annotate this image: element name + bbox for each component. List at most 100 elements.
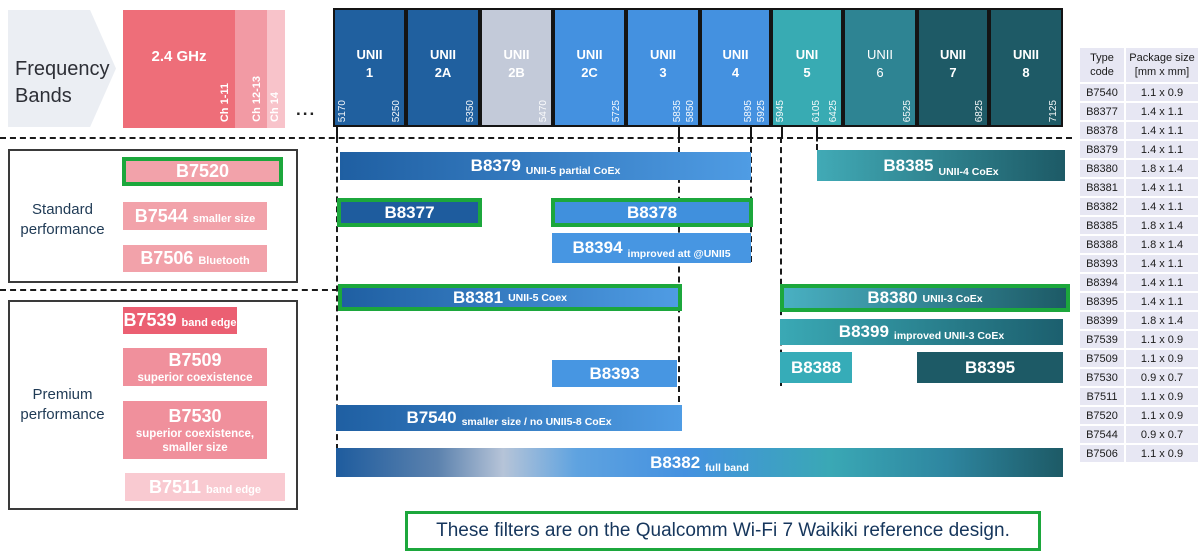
channel-label: Ch 14 — [269, 92, 281, 122]
filter-descriptor: UNII-4 CoEx — [938, 166, 999, 178]
reference-design-note: These filters are on the Qualcomm Wi-Fi … — [405, 511, 1041, 551]
filter-code: B8379 — [470, 156, 521, 175]
table-cell-type-code: B8399 — [1080, 312, 1124, 329]
table-cell-package-size: 1.4 x 1.1 — [1126, 179, 1198, 196]
freq-label: 5945 — [775, 99, 786, 122]
filter-code: B8385 — [883, 155, 934, 175]
table-cell-package-size: 1.4 x 1.1 — [1126, 103, 1198, 120]
premium-performance-label: Premium performance — [10, 385, 115, 425]
filter-descriptor: smaller size / no UNII5-8 CoEx — [461, 416, 612, 428]
table-cell-package-size: 0.9 x 0.7 — [1126, 426, 1198, 443]
frequency-bands-label-line2: Bands — [15, 85, 72, 107]
filter-code: B7539 — [123, 310, 177, 330]
band-segment-ch-12-13: Ch 12-13 — [235, 10, 267, 128]
filter-descriptor: full band — [705, 462, 749, 474]
table-cell-type-code: B8388 — [1080, 236, 1124, 253]
filter-descriptor: Bluetooth — [198, 255, 250, 267]
table-cell-type-code: B7506 — [1080, 445, 1124, 462]
filter-code: B8377 — [384, 202, 435, 222]
axis-tick — [750, 127, 752, 138]
table-cell-type-code: B7539 — [1080, 331, 1124, 348]
band-segment-ch-1-11: Ch 1-11 — [123, 10, 235, 128]
table-cell-type-code: B7520 — [1080, 407, 1124, 424]
axis-tick — [816, 127, 818, 138]
filter-descriptor: improved att @UNII5 — [627, 248, 731, 260]
standard-label-line1: Standard — [32, 201, 93, 218]
table-cell-package-size: 1.4 x 1.1 — [1126, 122, 1198, 139]
filter-descriptor: superior coexistence — [137, 371, 253, 384]
band-segment-ch-14: Ch 14 — [267, 10, 285, 128]
table-cell-package-size: 1.1 x 0.9 — [1126, 350, 1198, 367]
table-cell-package-size: 1.4 x 1.1 — [1126, 274, 1198, 291]
freq-label: 6105 — [811, 99, 822, 122]
freq-label: 6525 — [902, 99, 913, 122]
band-2-4ghz-label: 2.4 GHz — [151, 48, 207, 65]
table-cell-type-code: B7544 — [1080, 426, 1124, 443]
filter-code: B8395 — [964, 357, 1016, 377]
table-cell-type-code: B8382 — [1080, 198, 1124, 215]
table-cell-type-code: B8385 — [1080, 217, 1124, 234]
filter-descriptor: UNII-3 CoEx — [922, 293, 983, 305]
table-cell-type-code: B7509 — [1080, 350, 1124, 367]
filter-bar-b8377: B8377 — [337, 198, 482, 227]
filter-code: B8393 — [589, 363, 640, 383]
table-cell-package-size: 1.8 x 1.4 — [1126, 217, 1198, 234]
frequency-bands-arrow — [8, 10, 116, 127]
standard-performance-label: Standard performance — [10, 200, 115, 240]
filter-bar-b8388: B8388 — [780, 352, 852, 383]
table-cell-type-code: B8395 — [1080, 293, 1124, 310]
freq-label: 6825 — [974, 99, 985, 122]
dashed-line — [816, 127, 818, 150]
channel-label: Ch 1-11 — [219, 82, 231, 122]
frequency-bands-label-line1: Frequency — [15, 58, 110, 80]
table-cell-package-size: 1.1 x 0.9 — [1126, 84, 1198, 101]
filter-code: B8394 — [572, 238, 623, 257]
table-cell-type-code: B8378 — [1080, 122, 1124, 139]
table-cell-package-size: 1.8 x 1.4 — [1126, 312, 1198, 329]
freq-label: 5725 — [611, 99, 622, 122]
freq-label: 5250 — [391, 99, 402, 122]
filter-code: B7509 — [168, 349, 222, 370]
premium-label-line1: Premium — [32, 386, 93, 403]
filter-descriptor: UNII-5 Coex — [508, 292, 568, 304]
dashed-line — [678, 137, 680, 402]
freq-label: 5850 — [685, 99, 696, 122]
freq-label: 5350 — [465, 99, 476, 122]
standard-label-line2: performance — [20, 221, 105, 238]
